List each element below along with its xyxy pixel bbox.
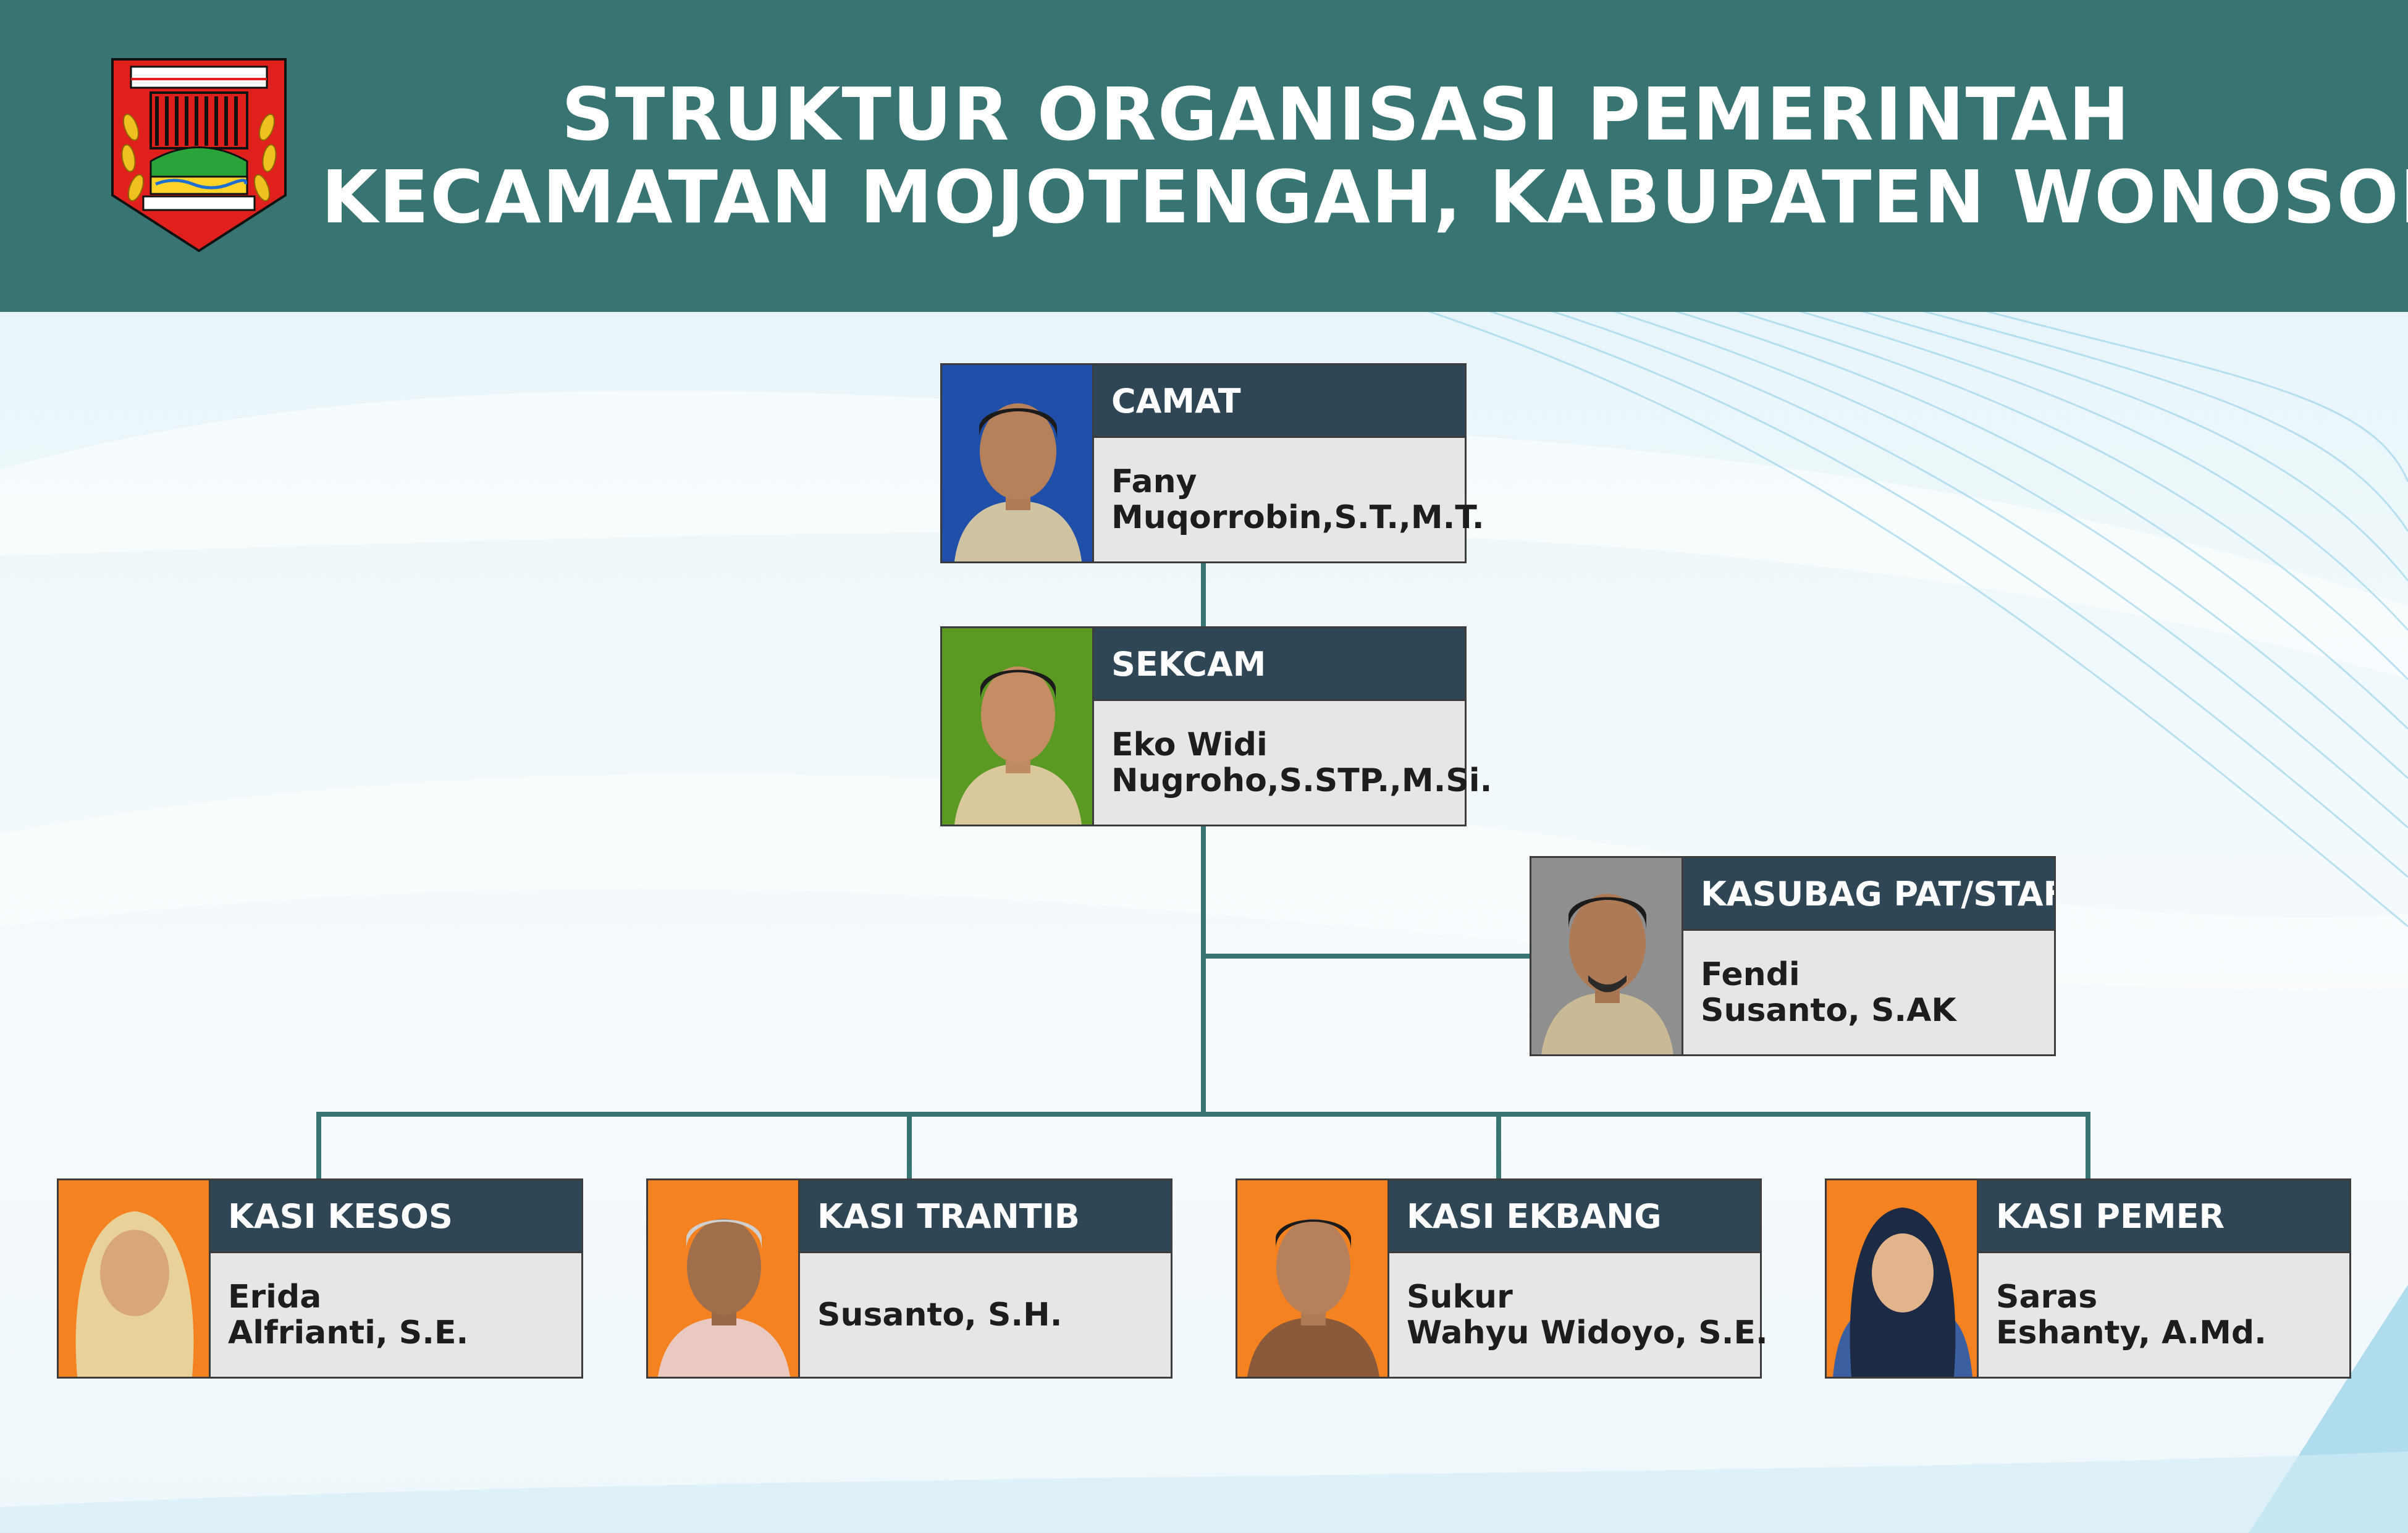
role-title: KASUBAG PAT/STAF: [1683, 858, 2054, 931]
org-card-sekcam: SEKCAM Eko Widi Nugroho,S.STP.,M.Si.: [940, 626, 1492, 826]
name-line-1: Sukur: [1407, 1279, 1513, 1316]
name-line-1: Eko Widi: [1111, 726, 1268, 763]
wonosobo-emblem-icon: [111, 58, 287, 253]
person-portrait-icon: [942, 628, 1092, 825]
person-name: Saras Eshanty, A.Md.: [1979, 1253, 2349, 1377]
photo-camat: [942, 365, 1094, 561]
role-title: SEKCAM: [1094, 628, 1465, 701]
role-title: KASI TRANTIB: [800, 1180, 1171, 1253]
photo-kasi-trantib: [648, 1180, 800, 1377]
person-name: Erida Alfrianti, S.E.: [211, 1253, 581, 1377]
photo-kasi-ekbang: [1237, 1180, 1389, 1377]
name-line-1: Susanto, S.H.: [817, 1296, 1063, 1334]
photo-sekcam: [942, 628, 1094, 825]
name-line-2: Susanto, S.AK: [1701, 992, 1956, 1029]
role-title: KASI PEMER: [1979, 1180, 2349, 1253]
person-name: Susanto, S.H.: [800, 1253, 1171, 1377]
person-portrait-icon: [1237, 1180, 1387, 1377]
photo-kasi-kesos: [59, 1180, 211, 1377]
name-line-2: Muqorrobin,S.T.,M.T.: [1111, 499, 1484, 536]
name-line-1: Saras: [1996, 1279, 2098, 1316]
name-line-2: Nugroho,S.STP.,M.Si.: [1111, 762, 1492, 799]
role-title: CAMAT: [1094, 365, 1465, 438]
role-title: KASI KESOS: [211, 1180, 581, 1253]
person-name: Fendi Susanto, S.AK: [1683, 931, 2054, 1054]
person-portrait-icon: [942, 365, 1092, 561]
org-card-camat: CAMAT Fany Muqorrobin,S.T.,M.T.: [940, 363, 1484, 563]
person-portrait-icon: [1531, 858, 1682, 1054]
org-card-kasubag: KASUBAG PAT/STAF Fendi Susanto, S.AK: [1530, 856, 2056, 1056]
name-line-2: Eshanty, A.Md.: [1996, 1314, 2267, 1351]
person-portrait-icon: [59, 1180, 209, 1377]
name-line-2: Wahyu Widoyo, S.E.: [1407, 1314, 1768, 1351]
role-title: KASI EKBANG: [1389, 1180, 1760, 1253]
name-line-1: Erida: [228, 1279, 322, 1316]
title-line-1: STRUKTUR ORGANISASI PEMERINTAH: [561, 72, 2131, 157]
person-name: Sukur Wahyu Widoyo, S.E.: [1389, 1253, 1768, 1377]
title-line-2: KECAMATAN MOJOTENGAH, KABUPATEN WONOSOBO: [321, 154, 2408, 240]
page-title: STRUKTUR ORGANISASI PEMERINTAH KECAMATAN…: [321, 72, 2408, 240]
person-portrait-icon: [648, 1180, 798, 1377]
name-line-1: Fany: [1111, 463, 1197, 500]
person-portrait-icon: [1827, 1180, 1977, 1377]
photo-kasi-pemer: [1827, 1180, 1979, 1377]
person-name: Fany Muqorrobin,S.T.,M.T.: [1094, 438, 1484, 561]
name-line-2: Alfrianti, S.E.: [228, 1314, 469, 1351]
org-card-kasi-trantib: KASI TRANTIB Susanto, S.H.: [646, 1178, 1172, 1379]
person-name: Eko Widi Nugroho,S.STP.,M.Si.: [1094, 701, 1492, 825]
photo-kasubag: [1531, 858, 1683, 1054]
org-card-kasi-pemer: KASI PEMER Saras Eshanty, A.Md.: [1825, 1178, 2351, 1379]
name-line-1: Fendi: [1701, 956, 1800, 993]
org-card-kasi-ekbang: KASI EKBANG Sukur Wahyu Widoyo, S.E.: [1236, 1178, 1768, 1379]
header-banner: STRUKTUR ORGANISASI PEMERINTAH KECAMATAN…: [0, 0, 2408, 312]
org-card-kasi-kesos: KASI KESOS Erida Alfrianti, S.E.: [57, 1178, 583, 1379]
